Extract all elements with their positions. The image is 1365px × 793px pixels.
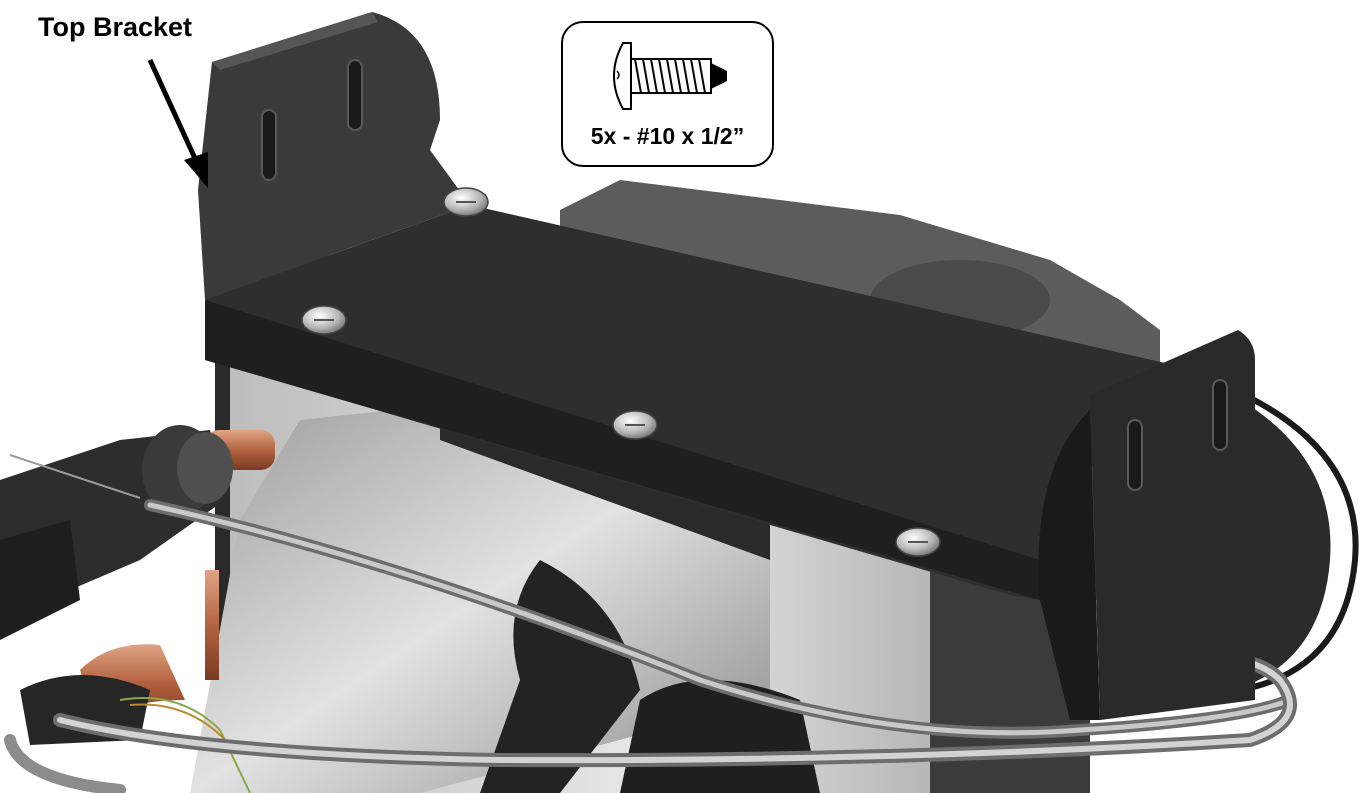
- pan-head-screw-icon: [613, 42, 727, 110]
- callout-arrow: [147, 58, 208, 188]
- top-bracket-label: Top Bracket: [38, 12, 193, 42]
- flange-slots: [261, 59, 1228, 491]
- screw: [895, 527, 941, 557]
- screw: [301, 305, 347, 335]
- top-bracket: [198, 12, 1255, 720]
- wires: [9, 454, 251, 793]
- valve-fitting: [0, 425, 233, 745]
- hardware-callout-box: 5x - #10 x 1/2”: [561, 21, 774, 167]
- screw: [612, 410, 658, 440]
- screw: [443, 187, 489, 217]
- sensor-tube: [4, 499, 1297, 793]
- hardware-quantity-label: 5x - #10 x 1/2”: [590, 123, 745, 149]
